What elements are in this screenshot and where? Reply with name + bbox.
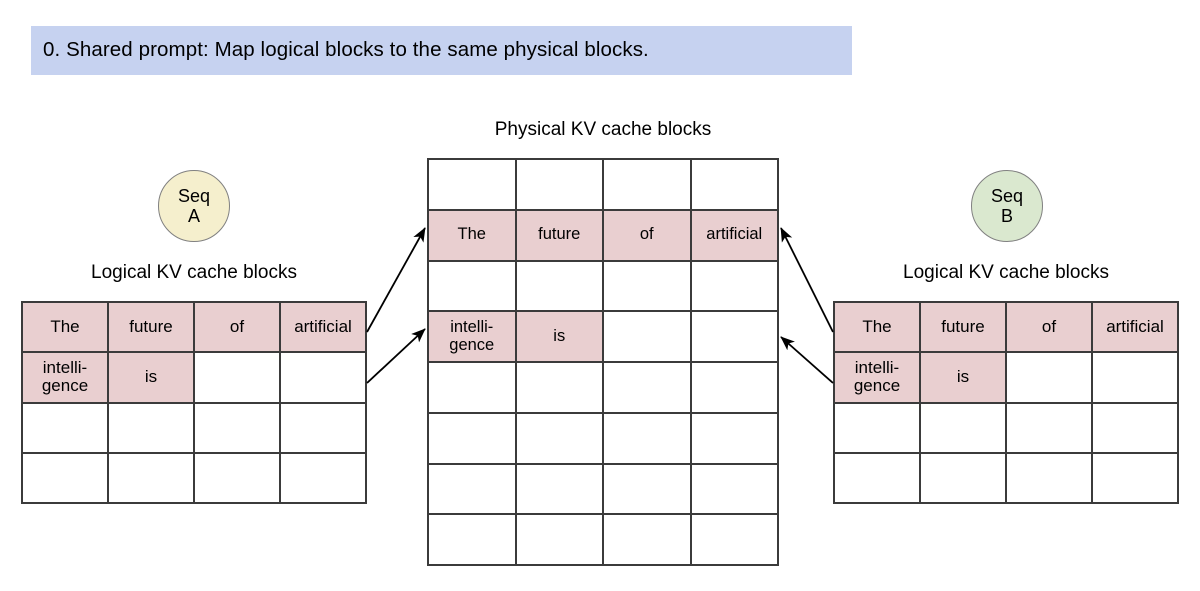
kv-block-cell-empty [691, 261, 779, 313]
kv-block-cell-empty [1007, 453, 1093, 504]
kv-block-cell-empty [1007, 403, 1093, 454]
kv-block-cell-empty [691, 312, 779, 363]
kv-block-cell-empty [516, 363, 604, 414]
kv-block-cell-empty [516, 515, 604, 566]
kv-block-cell-empty [195, 453, 281, 504]
kv-block-cell-filled: future [921, 303, 1007, 354]
arrow-left-block1-to-physical-row3 [366, 328, 426, 384]
kv-block-cell-filled: artificial [691, 210, 779, 262]
kv-block-cell-empty [23, 403, 109, 454]
kv-block-cell-empty [281, 453, 367, 504]
seq-a-label-line1: Seq [177, 185, 211, 206]
physical-blocks-caption: Physical KV cache blocks [494, 119, 712, 140]
kv-block-cell-filled: The [429, 210, 517, 262]
kv-block-cell-empty [691, 160, 779, 211]
kv-block-cell-empty [429, 413, 517, 465]
kv-block-cell-filled: future [109, 303, 195, 354]
kv-block-cell-empty [604, 160, 692, 211]
kv-block-cell-filled: The [23, 303, 109, 354]
kv-block-cell-empty [516, 413, 604, 465]
kv-block-cell-empty [604, 515, 692, 566]
arrow-left-block0-to-physical-row1 [366, 227, 426, 333]
kv-block-cell-empty [516, 261, 604, 313]
kv-block-cell-filled: is [516, 312, 604, 363]
kv-block-cell-filled: of [195, 303, 281, 354]
arrow-right-block1-to-physical-row3 [780, 336, 834, 384]
logical-blocks-caption-left: Logical KV cache blocks [91, 262, 297, 283]
kv-block-cell-empty [1093, 403, 1179, 454]
kv-block-cell-empty [23, 453, 109, 504]
kv-block-cell-empty [835, 453, 921, 504]
kv-block-cell-empty [691, 363, 779, 414]
kv-block-cell-empty [281, 403, 367, 454]
seq-b-label-line1: Seq [990, 185, 1024, 206]
kv-block-cell-empty [516, 464, 604, 516]
seq-a-badge: Seq A [158, 170, 230, 242]
kv-block-cell-empty [195, 403, 281, 454]
kv-block-cell-empty [109, 453, 195, 504]
logical-blocks-caption-right: Logical KV cache blocks [903, 262, 1109, 283]
kv-block-cell-empty [1007, 353, 1093, 404]
kv-block-cell-filled: intelli-gence [835, 353, 921, 404]
kv-block-cell-empty [604, 261, 692, 313]
kv-block-cell-filled: future [516, 210, 604, 262]
kv-block-cell-filled: intelli-gence [429, 312, 517, 363]
kv-block-cell-empty [429, 261, 517, 313]
kv-block-cell-empty [109, 403, 195, 454]
kv-block-cell-filled: intelli-gence [23, 353, 109, 404]
kv-block-cell-filled: is [921, 353, 1007, 404]
kv-block-cell-empty [1093, 353, 1179, 404]
kv-block-cell-empty [691, 515, 779, 566]
kv-block-cell-empty [691, 464, 779, 516]
kv-block-cell-empty [1093, 453, 1179, 504]
kv-block-cell-empty [604, 363, 692, 414]
kv-block-cell-filled: of [604, 210, 692, 262]
kv-block-cell-empty [195, 353, 281, 404]
seq-b-label-line2: B [1000, 206, 1013, 226]
kv-block-cell-empty [429, 160, 517, 211]
kv-block-cell-empty [691, 413, 779, 465]
arrow-right-block0-to-physical-row1 [780, 227, 834, 333]
seq-b-badge: Seq B [971, 170, 1043, 242]
kv-block-cell-empty [429, 515, 517, 566]
kv-block-cell-empty [921, 453, 1007, 504]
kv-block-cell-empty [835, 403, 921, 454]
kv-block-cell-empty [604, 312, 692, 363]
kv-block-cell-empty [604, 464, 692, 516]
kv-block-cell-empty [281, 353, 367, 404]
kv-block-cell-filled: of [1007, 303, 1093, 354]
kv-block-cell-empty [604, 413, 692, 465]
kv-block-cell-filled: artificial [281, 303, 367, 354]
kv-block-cell-empty [429, 464, 517, 516]
shared-prompt-banner: 0. Shared prompt: Map logical blocks to … [31, 26, 852, 75]
shared-prompt-text: 0. Shared prompt: Map logical blocks to … [43, 38, 649, 62]
kv-block-cell-filled: artificial [1093, 303, 1179, 354]
kv-block-cell-empty [516, 160, 604, 211]
kv-block-cell-empty [921, 403, 1007, 454]
kv-block-cell-empty [429, 363, 517, 414]
kv-block-cell-filled: The [835, 303, 921, 354]
kv-block-cell-filled: is [109, 353, 195, 404]
seq-a-label-line2: A [187, 206, 200, 226]
